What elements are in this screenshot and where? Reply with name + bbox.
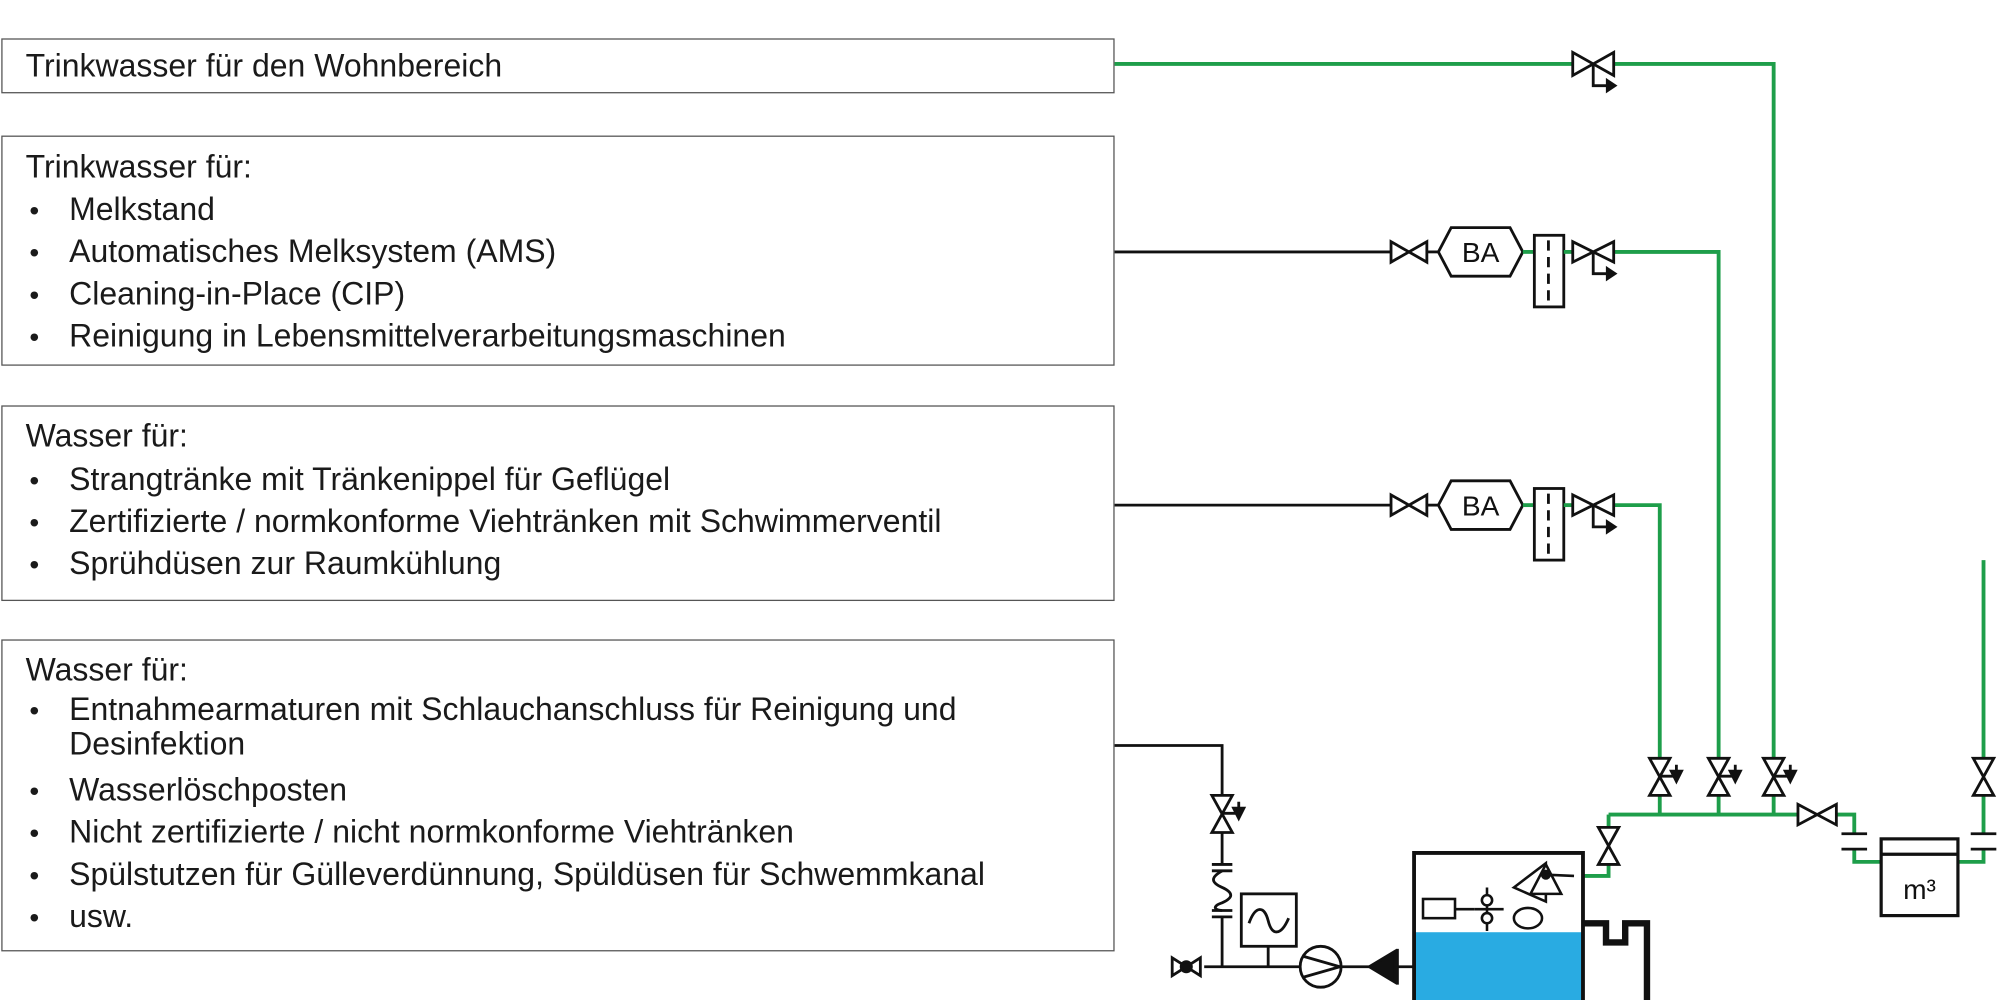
backflow-preventer-icon: BA bbox=[1436, 226, 1525, 278]
strainer-icon bbox=[1532, 233, 1566, 309]
list-item: Sprühdüsen zur Raumkühlung bbox=[26, 543, 1091, 585]
list-item: Spülstutzen für Gülleverdünnung, Spüldüs… bbox=[26, 854, 1063, 896]
list-item: usw. bbox=[26, 896, 1063, 938]
potable-water-lines bbox=[1114, 62, 1986, 878]
gate-valve-icon bbox=[1571, 492, 1618, 535]
valve-icon bbox=[1389, 492, 1439, 518]
backflow-preventer-label: BA bbox=[1462, 237, 1500, 268]
box-drinking-water-milking: Trinkwasser für: Melkstand Automatisches… bbox=[1, 135, 1115, 366]
valve-icon bbox=[1595, 825, 1622, 866]
valve-icon bbox=[1970, 756, 1997, 797]
strainer-icon bbox=[1532, 487, 1566, 562]
isolating-valve-icon bbox=[1761, 756, 1798, 797]
list-item: Nicht zertifizierte / nicht normkonforme… bbox=[26, 812, 1063, 854]
box-water-livestock-drinking: Wasser für: Strangtränke mit Tränkenippe… bbox=[1, 405, 1115, 602]
water-meter-icon: m³ bbox=[1879, 837, 1960, 918]
box-water-cleaning: Wasser für: Entnahmearmaturen mit Schlau… bbox=[1, 639, 1115, 952]
list-item: Cleaning-in-Place (CIP) bbox=[26, 274, 1091, 316]
box-title: Trinkwasser für den Wohnbereich bbox=[25, 48, 503, 85]
drain-valve-icon bbox=[1170, 955, 1202, 979]
backflow-preventer-icon: BA bbox=[1436, 479, 1525, 531]
valve-icon bbox=[1796, 802, 1838, 828]
list-item: Zertifizierte / normkonforme Viehtränken… bbox=[26, 501, 1091, 543]
storage-tank bbox=[1412, 851, 1651, 1000]
backflow-preventer-label: BA bbox=[1462, 490, 1500, 521]
valve-icon bbox=[1389, 239, 1439, 265]
list-item: Wasserlöschposten bbox=[26, 770, 1063, 812]
list-item: Reinigung in Lebensmittelverarbeitungsma… bbox=[26, 316, 1091, 358]
isolating-valve-icon bbox=[1647, 756, 1684, 797]
list-item: Automatisches Melksystem (AMS) bbox=[26, 231, 1091, 273]
isolating-valve-icon bbox=[1706, 756, 1743, 797]
gate-valve-icon bbox=[1571, 50, 1618, 94]
list-item: Melkstand bbox=[26, 189, 1091, 231]
isolating-valve-icon bbox=[1209, 793, 1247, 834]
box-title: Wasser für: bbox=[25, 418, 188, 454]
list-item: Entnahmearmaturen mit Schlauchanschluss … bbox=[26, 692, 1063, 762]
service-lines bbox=[1114, 250, 1415, 969]
pump-icon bbox=[1298, 944, 1345, 989]
list-item: Strangtränke mit Tränkenippel für Geflüg… bbox=[26, 459, 1091, 501]
bullet-list: Strangtränke mit Tränkenippel für Geflüg… bbox=[26, 459, 1091, 586]
pressure-vessel-icon bbox=[1239, 892, 1298, 967]
box-title: Trinkwasser für: bbox=[25, 149, 252, 186]
coupling-icon bbox=[1841, 832, 1997, 851]
box-drinking-water-residential: Trinkwasser für den Wohnbereich bbox=[1, 38, 1115, 94]
bullet-list: Melkstand Automatisches Melksystem (AMS)… bbox=[26, 189, 1091, 358]
bullet-list: Entnahmearmaturen mit Schlauchanschluss … bbox=[26, 692, 1063, 938]
flexible-hose-icon bbox=[1211, 863, 1233, 919]
box-title: Wasser für: bbox=[25, 652, 188, 688]
check-valve-icon bbox=[1366, 948, 1399, 985]
gate-valve-icon bbox=[1571, 239, 1618, 282]
meter-label: m³ bbox=[1903, 874, 1936, 905]
